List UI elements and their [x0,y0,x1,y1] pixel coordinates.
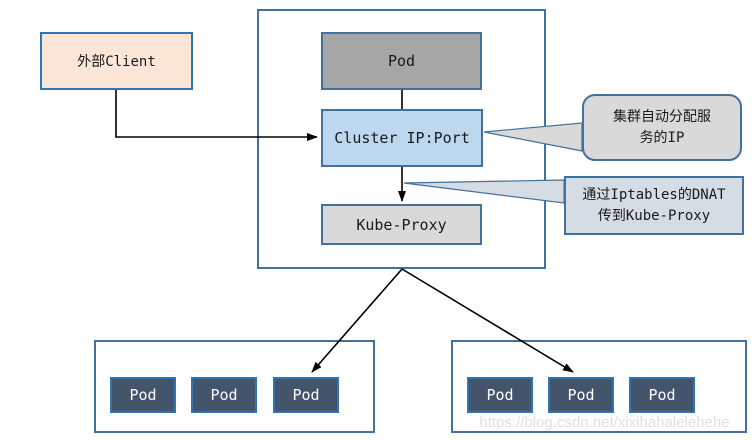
external-client-label: 外部Client [77,54,156,70]
callout-dnat-line2: 传到Kube-Proxy [597,207,711,224]
pod-left-1-label: Pod [129,386,157,404]
pod-top-label: Pod [387,52,416,70]
cluster-ip-port-box: Cluster IP:Port [321,109,483,167]
kube-proxy-box: Kube-Proxy [321,204,482,245]
callout-dnat-line1: 通过Iptables的DNAT [582,187,726,204]
pod-right-2: Pod [548,377,614,413]
watermark-url: https://blog.csdn.net/xixihahalelehehe [479,414,730,431]
cluster-ip-port-label: Cluster IP:Port [334,129,470,147]
pod-right-1: Pod [467,377,533,413]
pod-left-2-label: Pod [210,386,238,404]
pod-right-1-label: Pod [486,386,514,404]
callout-cluster-ip-note: 集群自动分配服 务的IP [582,94,742,161]
pod-left-2: Pod [191,377,257,413]
callout-ip-line1: 集群自动分配服 [613,109,711,126]
callout-dnat-note: 通过Iptables的DNAT 传到Kube-Proxy [564,176,744,235]
pod-right-3: Pod [629,377,695,413]
pod-right-2-label: Pod [567,386,595,404]
pod-left-1: Pod [110,377,176,413]
pod-left-3-label: Pod [292,386,320,404]
callout-ip-line2: 务的IP [639,129,685,146]
pod-left-3: Pod [273,377,339,413]
pod-right-3-label: Pod [648,386,676,404]
kube-proxy-label: Kube-Proxy [356,215,447,234]
external-client-box: 外部Client [40,32,193,90]
pod-top-box: Pod [321,32,482,90]
